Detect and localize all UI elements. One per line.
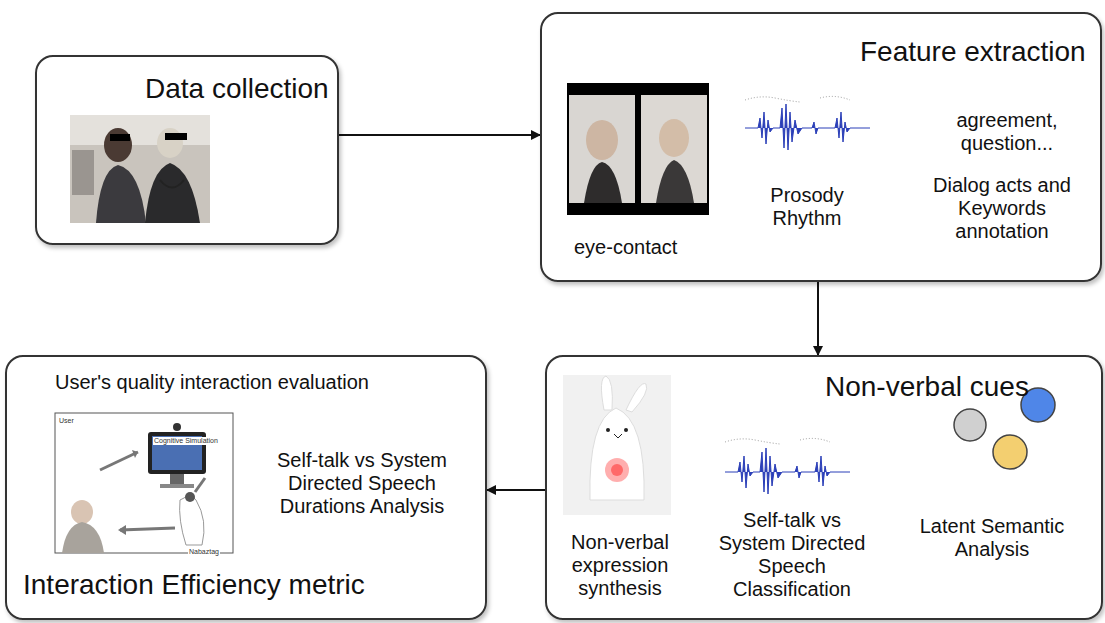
box-text: Interaction Efficiency metric [23,569,365,601]
video-frames [567,83,709,215]
rabbit-robot [563,375,671,515]
box-text: Prosody Rhythm [737,184,877,230]
box-text: eye-contact [574,236,677,259]
flow-arrow [487,489,545,491]
box-heading: Data collection [145,73,329,105]
box-text: Latent Semantic Analysis [907,515,1077,561]
photo [70,115,210,223]
figure-label: Cognitive Simulation [153,437,219,445]
box-heading: Feature extraction [860,36,1086,68]
box-text: Self-talk vs System Directed Speech Dura… [247,449,477,518]
box-text: Non-verbal expression synthesis [553,531,687,600]
box-text: Self-talk vs System Directed Speech Clas… [707,509,877,601]
process-box: Feature extraction eye-contact Prosody Rhy… [540,12,1102,282]
box-heading: User's quality interaction evaluation [55,371,369,394]
figure-label: Nabaztag [188,548,220,556]
process-box: Data collection [35,55,339,245]
process-box: Non-verbal cuesNon-verbal expression syn… [545,355,1103,620]
process-box: User's quality interaction evaluationSel… [5,355,487,620]
figure-label: User [58,417,75,425]
interaction-scene [55,413,233,553]
flow-arrow [339,134,540,136]
box-heading: Non-verbal cues [825,371,1029,403]
box-text: Dialog acts and Keywords annotation [914,174,1090,243]
waveform [725,96,870,494]
flow-arrow [817,282,819,355]
box-text: agreement, question... [927,109,1087,155]
